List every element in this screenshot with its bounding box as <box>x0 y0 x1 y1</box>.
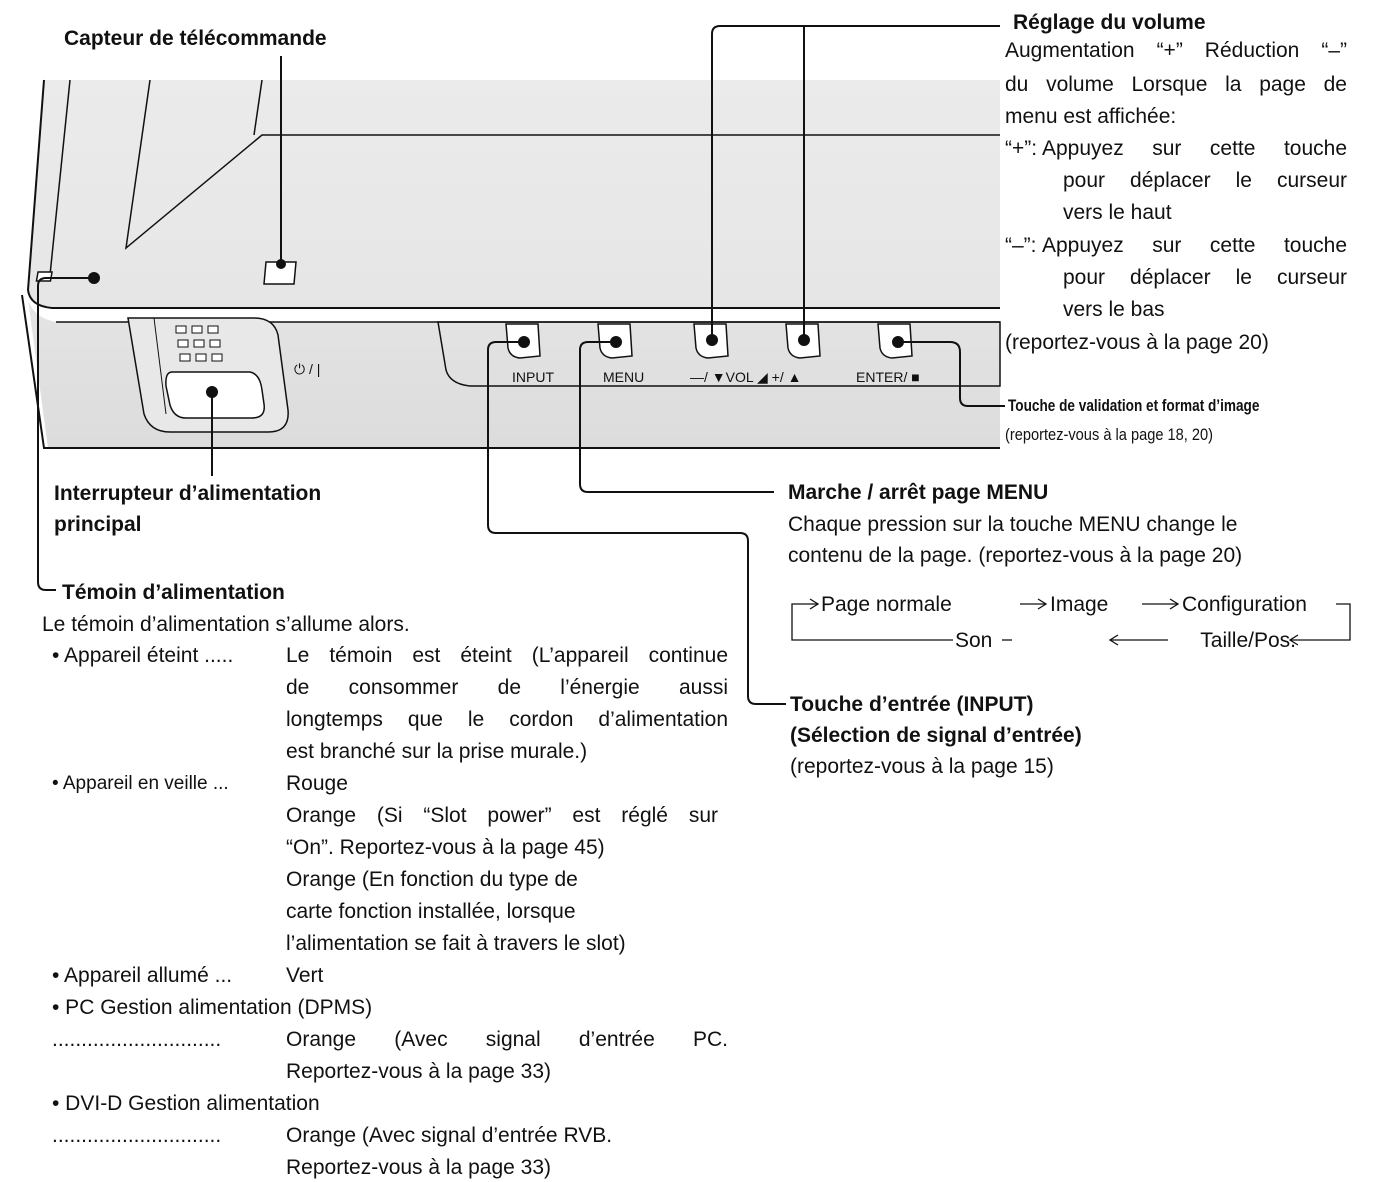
switch-grip-holes <box>175 325 223 362</box>
power-symbol: ⏻ / | <box>294 361 320 377</box>
indicator-line: carte fonction installée, lorsque <box>286 900 576 923</box>
menu-desc-line: contenu de la page. (reportez-vous à la … <box>788 544 1243 567</box>
indicator-line: Orange (Avec signal d’entrée PC. <box>286 1028 728 1051</box>
volume-plus-line: pour déplacer le curseur <box>1063 169 1347 192</box>
volume-plus-line: vers le haut <box>1063 201 1172 224</box>
volume-minus-key: “–”: <box>1005 234 1037 257</box>
indicator-line: longtemps que le cordon d’alimentation <box>286 708 728 731</box>
input-label: INPUT <box>512 369 554 385</box>
volume-desc-line: menu est affichée: <box>1005 105 1177 128</box>
volume-plus-key: “+”: <box>1005 137 1038 160</box>
power-switch-title: principal <box>54 513 142 536</box>
enter-ref: (reportez-vous à la page 18, 20) <box>1005 425 1214 444</box>
menu-cycle-step: Image <box>1050 593 1109 616</box>
vol-label: —/ ▼VOL ◢ +/ ▲ <box>690 369 802 385</box>
enter-title: Touche de validation et format d’image <box>1008 396 1260 415</box>
indicator-line: l’alimentation se fait à travers le slot… <box>286 932 626 955</box>
input-title: Touche d’entrée (INPUT) <box>790 693 1034 716</box>
indicator-line: Orange (Avec signal d’entrée RVB. <box>286 1124 613 1147</box>
indicator-key: • PC Gestion alimentation (DPMS) <box>52 996 373 1019</box>
volume-title: Réglage du volume <box>1013 11 1206 34</box>
menu-cycle-step: Configuration <box>1182 593 1307 616</box>
menu-cycle-step: Taille/Pos. <box>1200 629 1296 652</box>
indicator-dots: ............................. <box>52 1124 222 1147</box>
indicator-line: Le témoin est éteint (L’appareil continu… <box>286 644 728 667</box>
indicator-key: • Appareil allumé ... <box>52 964 233 987</box>
leader-lines <box>37 25 1005 705</box>
indicator-line: “On”. Reportez-vous à la page 45) <box>286 836 605 859</box>
volume-desc-line: Augmentation “+” Réduction “–” <box>1005 39 1347 62</box>
indicator-line: Reportez-vous à la page 33) <box>286 1060 551 1083</box>
menu-cycle-arrows <box>791 598 1351 646</box>
panel-top-surface <box>28 80 1000 308</box>
indicator-line: Reportez-vous à la page 33) <box>286 1156 551 1179</box>
indicator-line: est branché sur la prise murale.) <box>286 740 588 763</box>
menu-desc-line: Chaque pression sur la touche MENU chang… <box>788 513 1238 536</box>
volume-desc-line: du volume Lorsque la page de <box>1005 73 1347 96</box>
indicator-dots: ............................. <box>52 1028 222 1051</box>
power-switch-title: Interrupteur d’alimentation <box>54 482 322 505</box>
input-title: (Sélection de signal d’entrée) <box>790 724 1082 747</box>
button-bar-recess <box>437 321 1001 387</box>
menu-title: Marche / arrêt page MENU <box>788 481 1049 504</box>
remote-sensor-window <box>263 261 297 285</box>
indicator-title: Témoin d’alimentation <box>62 581 285 604</box>
menu-cycle-step: Son <box>955 629 993 652</box>
indicator-line: Orange (Si “Slot power” est réglé sur <box>286 804 718 827</box>
power-indicator-led <box>35 271 53 282</box>
volume-plus-line: Appuyez sur cette touche <box>1042 137 1347 160</box>
panel-top-edge <box>26 79 1000 309</box>
input-ref: (reportez-vous à la page 15) <box>790 755 1054 778</box>
indicator-line: Rouge <box>286 772 348 795</box>
indicator-line: Orange (En fonction du type de <box>286 868 578 891</box>
volume-minus-line: pour déplacer le curseur <box>1063 266 1347 289</box>
indicator-key: • Appareil en veille ... <box>52 773 229 794</box>
indicator-line: Vert <box>286 964 324 987</box>
indicator-key: • DVI-D Gestion alimentation <box>52 1092 320 1115</box>
indicator-line: de consommer de l’énergie aussi <box>286 676 728 699</box>
enter-label: ENTER/ ■ <box>856 369 920 385</box>
remote-sensor-title: Capteur de télécommande <box>64 27 327 50</box>
volume-ref: (reportez-vous à la page 20) <box>1005 331 1269 354</box>
indicator-key: • Appareil éteint ..... <box>52 644 234 667</box>
menu-label: MENU <box>603 369 644 385</box>
screen-area <box>124 79 1000 250</box>
indicator-intro: Le témoin d’alimentation s’allume alors. <box>42 613 410 636</box>
menu-cycle-step: Page normale <box>821 593 952 616</box>
volume-minus-line: vers le bas <box>1063 298 1165 321</box>
volume-minus-line: Appuyez sur cette touche <box>1042 234 1347 257</box>
